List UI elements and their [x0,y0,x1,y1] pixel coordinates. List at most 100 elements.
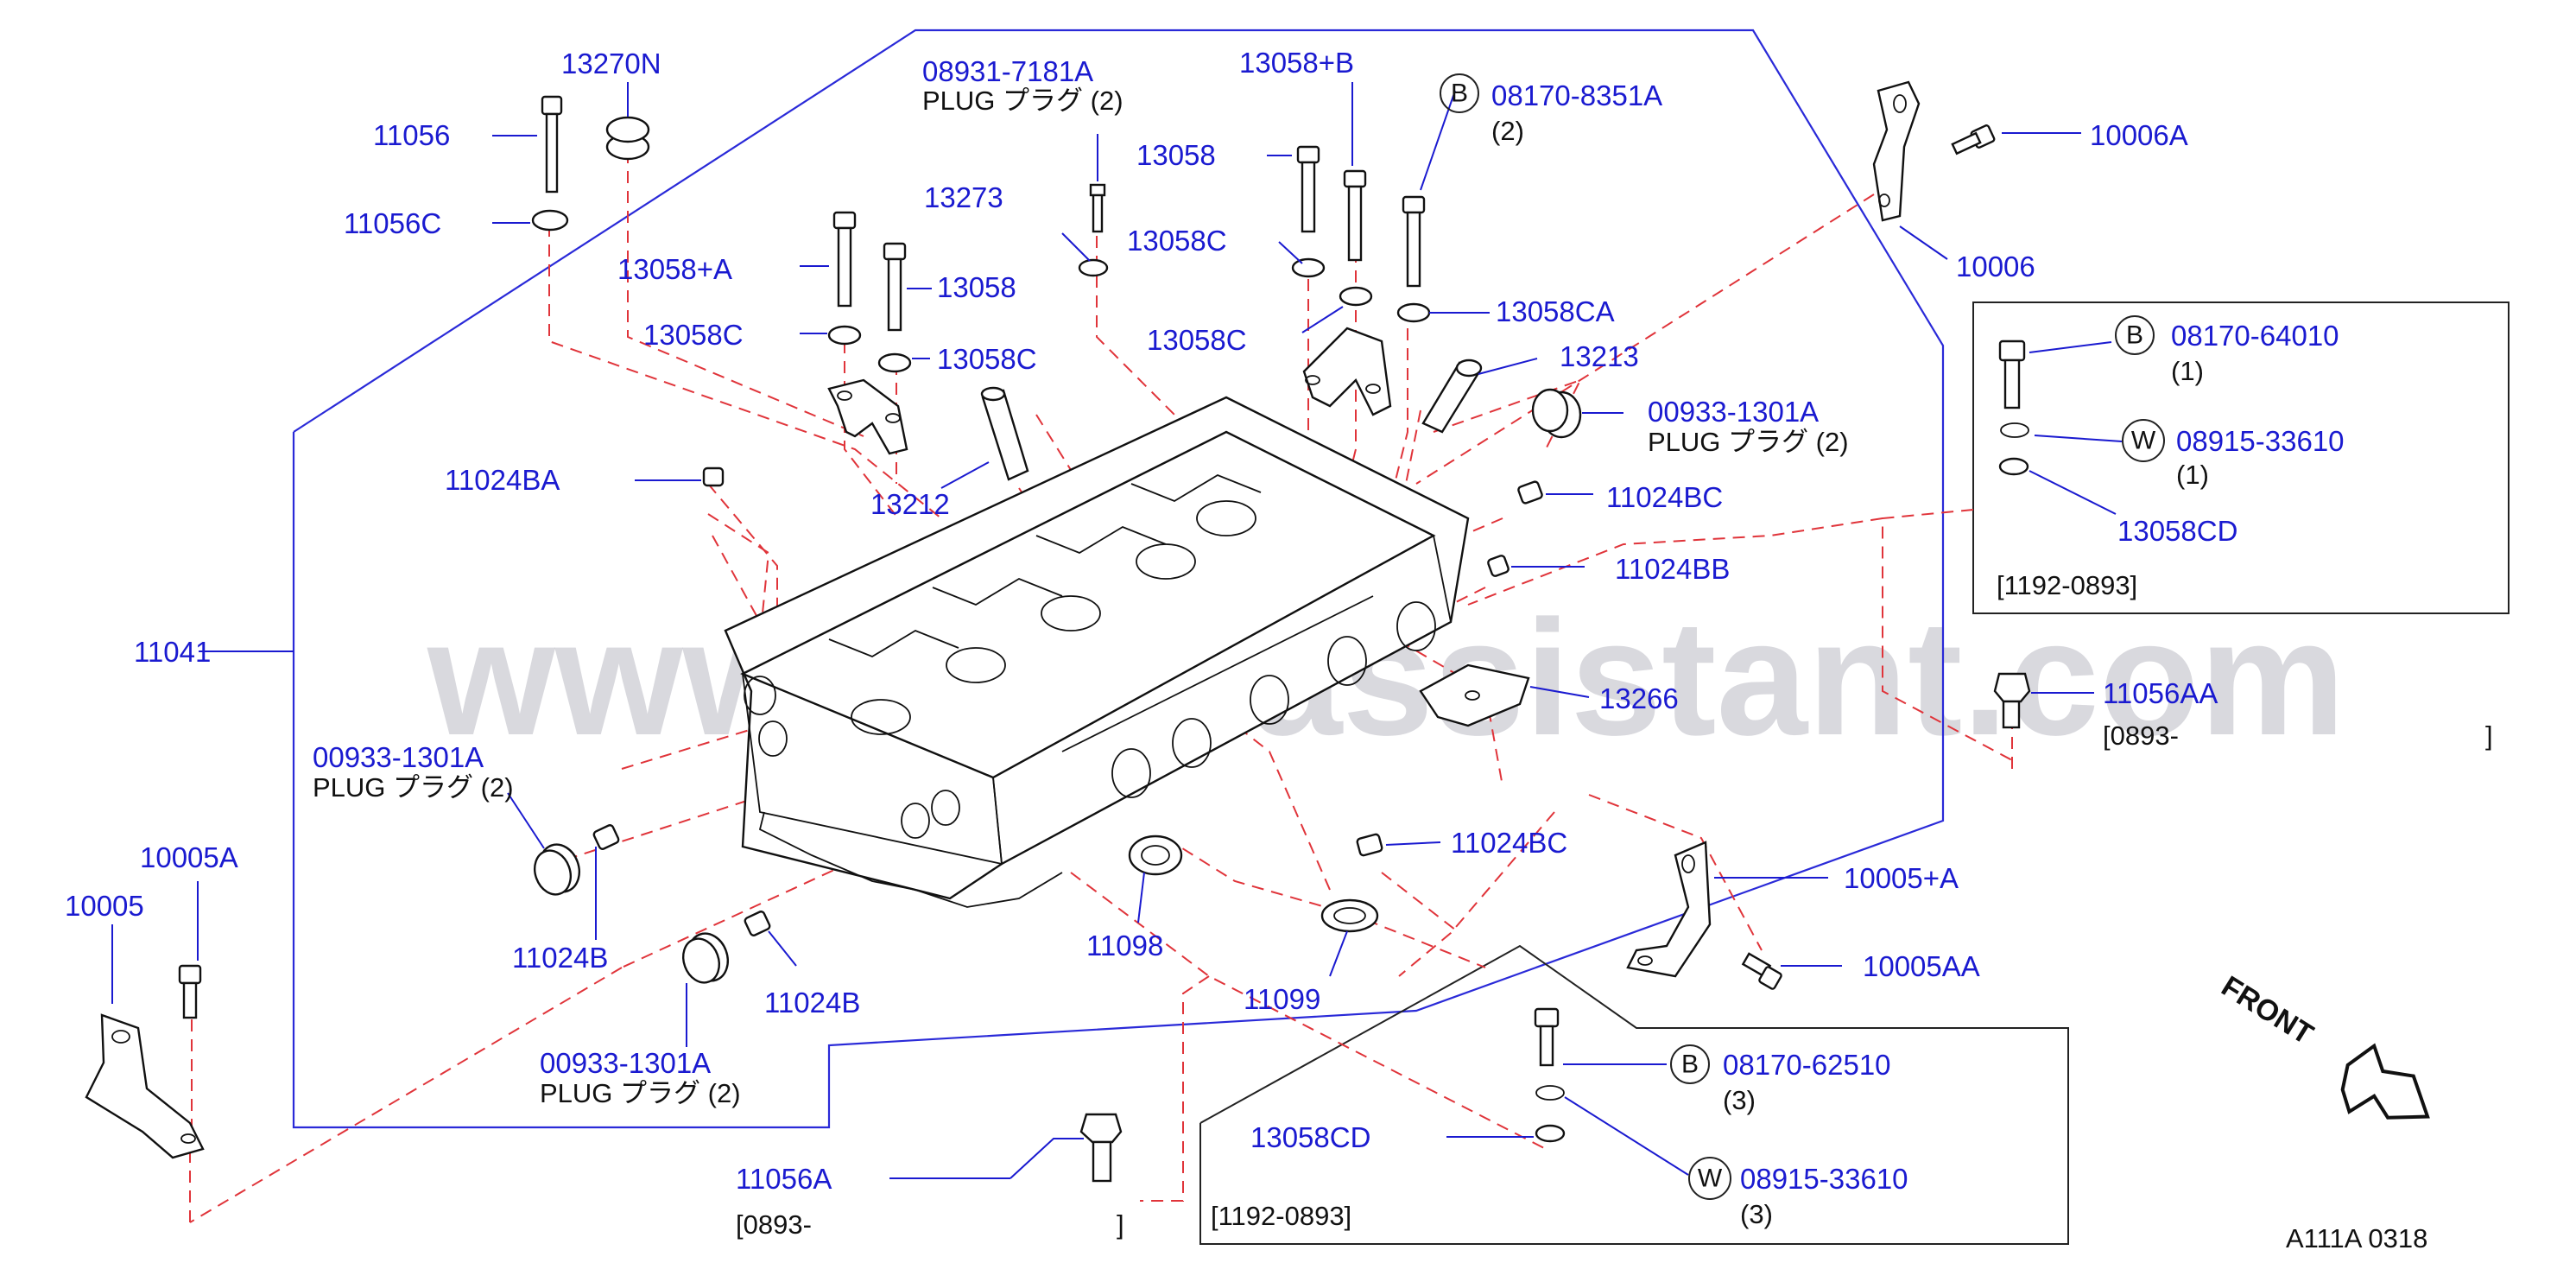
inset-bottom-spring-washer-icon [1535,1085,1565,1101]
washer-13058C-icon [827,325,862,346]
label-00933-left-note: PLUG プラグ (2) [313,772,514,803]
bolt-13058A-icon [832,211,857,308]
bolt-11056AA-icon [1993,672,2031,729]
assembly-boundary [292,29,1945,1129]
inset-top-bolt-qty: (1) [2171,356,2204,386]
label-13058CA: 13058CA [1496,295,1615,327]
label-11024BC-b: 11024BC [1451,827,1567,859]
inset-bottom-bolt-part: 08170-62510 [1723,1049,1891,1081]
label-13058A: 13058+A [617,253,732,285]
marker-letter: B [2126,321,2143,350]
cap-13270N-icon [605,116,650,161]
bolt-marker-icon [2115,315,2155,355]
inset-bottom-bolt-icon [1534,1007,1560,1067]
label-13266: 13266 [1599,682,1679,714]
bracket-10005-icon [85,1013,205,1159]
label-10005A: 10005A [140,841,238,873]
marker-letter: B [1681,1050,1699,1079]
plug-00933-right-icon [1531,388,1582,439]
label-13058B: 13058+B [1239,47,1354,79]
plug-08931-icon [1089,183,1106,233]
guide-13212-icon [980,386,1029,481]
label-11056AA-range: [0893- [2103,720,2179,751]
washer-13058C-icon [1339,286,1373,307]
inset-top-bolt-part: 08170-64010 [2171,320,2339,352]
seal-11098-icon [1128,835,1183,876]
label-13270N: 13270N [561,48,661,79]
front-label: FRONT [2216,970,2320,1051]
label-13058C-c: 13058C [937,343,1037,375]
inset-bottom-date-range: [1192-0893] [1211,1201,1351,1231]
label-11098: 11098 [1086,930,1163,962]
inset-top-spring-washer-icon [2000,422,2029,438]
bolt-marker-icon [1440,73,1479,113]
dowel-11024BA-icon [702,466,725,487]
inset-bottom-washer-part: 08915-33610 [1740,1163,1908,1195]
dowel-11024BB-icon [1487,555,1510,577]
bolt-13058-mid-icon [883,242,907,332]
dowel-11024BC-bottom-icon [1356,833,1383,857]
label-00933-right-note: PLUG プラグ (2) [1648,427,1849,457]
bracket-right-icon [1302,327,1392,416]
label-11024BB: 11024BB [1615,553,1730,585]
label-11099: 11099 [1244,983,1320,1015]
circle-markers: B B W B W [1440,73,2165,1200]
inset-box-top [1972,301,2510,614]
inset-top-seal-part: 13058CD [2117,515,2237,547]
label-13058-top: 13058 [1136,139,1216,171]
label-08170-8351A: 08170-8351A [1491,79,1662,111]
plate-13266-icon [1419,663,1530,727]
cylinder-head-body [724,396,1470,908]
label-08931-note: PLUG プラグ (2) [922,86,1123,116]
washer-13058C-icon [1078,258,1109,277]
bracket-10005A-icon [1626,841,1712,978]
label-11024B-a: 11024B [512,942,608,974]
label-11056AA: 11056AA [2103,677,2218,709]
label-10006: 10006 [1956,251,2035,282]
washer-13058C-icon [877,352,912,373]
washer-13058CA-icon [1396,302,1431,323]
bracket-10006-icon [1872,80,1921,222]
bolt-11056A-icon [1079,1113,1123,1183]
small-parts [85,80,2031,1183]
label-08931-7181A: 08931-7181A [922,55,1093,87]
inset-bottom-seal-part: 13058CD [1250,1121,1370,1153]
marker-letter: B [1451,79,1468,108]
label-10005AA: 10005AA [1863,950,1980,982]
footer-code: A111A 0318 [2286,1223,2427,1253]
label-00933-bottom: 00933-1301A [540,1047,711,1079]
label-11024BA: 11024BA [445,464,560,496]
label-13212: 13212 [870,488,950,520]
plug-00933-left-icon [534,843,580,896]
label-11041: 11041 [134,636,211,668]
label-13058C-a: 13058C [1127,225,1227,257]
marker-letter: W [2131,427,2156,455]
label-13273: 13273 [924,181,1003,213]
label-11024B-b: 11024B [764,987,860,1019]
washer-marker-icon [2122,419,2165,462]
washer-13058C-icon [1291,257,1326,278]
label-13213: 13213 [1560,340,1639,372]
label-11056C: 11056C [344,207,441,239]
front-arrow-icon: FRONT [2216,970,2430,1120]
bolt-13058-top-icon [1296,145,1320,233]
label-10006A: 10006A [2090,119,2188,151]
label-00933-bottom-note: PLUG プラグ (2) [540,1078,741,1108]
label-10005: 10005 [65,890,144,922]
inset-bottom-bolt-qty: (3) [1723,1085,1756,1115]
bolt-13058B-icon [1343,169,1367,262]
dowel-11024BC-top-icon [1517,480,1543,505]
inset-top-washer-qty: (1) [2176,460,2209,490]
label-08170-8351A-qty: (2) [1491,116,1524,146]
bracket-left-icon [827,378,908,455]
washer-marker-icon [1688,1157,1731,1200]
bolt-10005AA-icon [1741,952,1782,990]
leader-lines [111,82,2123,1179]
label-00933-left: 00933-1301A [313,741,484,773]
label-13058C-b: 13058C [643,319,744,351]
inset-top-bolt-icon [1998,340,2026,409]
label-11056AA-range-end: ] [2485,720,2493,751]
inset-bottom-seal-washer-icon [1535,1124,1566,1143]
label-11056: 11056 [373,119,450,151]
